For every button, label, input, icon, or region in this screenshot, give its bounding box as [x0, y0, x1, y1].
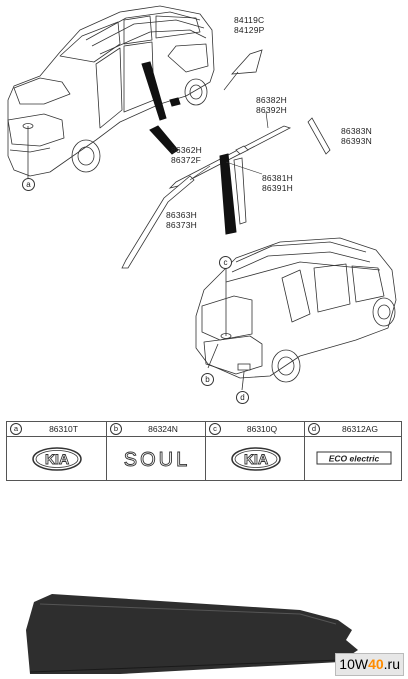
- svg-text:ECO electric: ECO electric: [329, 454, 380, 464]
- legend-letter: c: [209, 423, 221, 435]
- watermark-text-2: 40: [368, 656, 384, 672]
- svg-text:KIA: KIA: [244, 451, 268, 467]
- soul-emblem-icon: SOUL: [107, 437, 205, 480]
- legend-cell-header: a 86310T: [7, 422, 106, 437]
- part-number-86373H: 86373H: [166, 220, 197, 230]
- legend-cell-a: a 86310T KIA: [7, 422, 106, 480]
- kia-emblem-icon: KIA: [206, 437, 304, 480]
- legend-cell-b: b 86324N SOUL: [106, 422, 205, 480]
- kia-emblem-icon: KIA: [7, 437, 106, 480]
- legend-cell-header: c 86310Q: [206, 422, 304, 437]
- callout-a: a: [22, 178, 35, 191]
- pillar-trim-black: [141, 61, 167, 121]
- callout-d: d: [236, 391, 249, 404]
- part-number-86363H: 86363H: [166, 210, 197, 220]
- emblem-legend-table: a 86310T KIA b 86324N SOUL c 86310Q: [6, 421, 402, 481]
- part-number-84129P: 84129P: [234, 25, 265, 35]
- watermark-text-1: 10W: [339, 656, 369, 672]
- site-watermark-logo: 10W40.ru: [335, 653, 404, 676]
- part-number-86382H: 86382H: [256, 95, 287, 105]
- callout-b: b: [201, 373, 214, 386]
- svg-text:KIA: KIA: [45, 451, 69, 467]
- quarter-glass-part: [231, 49, 263, 75]
- eco-electric-emblem-icon: ECO electric: [305, 437, 401, 480]
- legend-letter: d: [308, 423, 320, 435]
- legend-cell-header: b 86324N: [107, 422, 205, 437]
- part-number-86383N: 86383N: [341, 126, 372, 136]
- front-car-diagram: [7, 5, 397, 391]
- legend-part-number: 86310Q: [246, 424, 278, 434]
- part-number-86393N: 86393N: [341, 136, 372, 146]
- svg-text:SOUL: SOUL: [124, 449, 190, 471]
- part-number-86381H: 86381H: [262, 173, 293, 183]
- part-number-86372F: 86372F: [171, 155, 202, 165]
- trim-part-photo: [0, 590, 408, 679]
- rear-car-outline: [195, 237, 397, 379]
- watermark-text-3: .ru: [383, 656, 400, 672]
- legend-cell-header: d 86312AG: [305, 422, 401, 437]
- callout-c: c: [219, 256, 232, 269]
- part-number-86392H: 86392H: [256, 105, 287, 115]
- legend-part-number: 86324N: [148, 424, 178, 434]
- legend-part-number: 86310T: [49, 424, 78, 434]
- legend-part-number: 86312AG: [342, 424, 378, 434]
- legend-letter: b: [110, 423, 122, 435]
- legend-letter: a: [10, 423, 22, 435]
- legend-cell-d: d 86312AG ECO electric: [304, 422, 401, 480]
- part-number-86391H: 86391H: [262, 183, 293, 193]
- part-number-84119C: 84119C: [234, 15, 265, 25]
- legend-cell-c: c 86310Q KIA: [205, 422, 304, 480]
- part-number-86362H: 86362H: [171, 145, 202, 155]
